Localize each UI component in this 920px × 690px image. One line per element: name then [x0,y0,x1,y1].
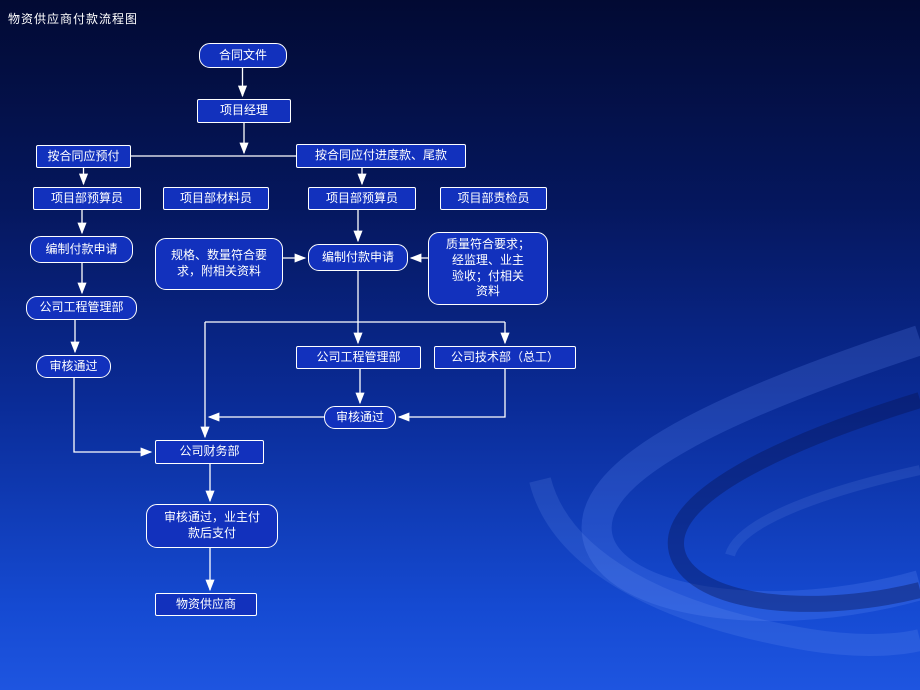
node-label: 审核通过 [335,409,384,424]
flow-node-technical-dept: 公司技术部（总工） [434,346,576,369]
node-label: 合同文件 [218,47,267,62]
node-label: 项目部预算员 [50,190,123,205]
flow-node-engineering-dept-left: 公司工程管理部 [26,296,137,320]
flow-node-project-budget-officer-left: 项目部预算员 [33,187,141,210]
slide-title: 物资供应商付款流程图 [8,12,139,26]
node-label: 编制付款申请 [45,241,118,256]
flow-node-audit-passed-left: 审核通过 [36,355,111,378]
node-label: 按合同应付进度款、尾款 [314,148,447,163]
flow-node-project-budget-officer-mid: 项目部预算员 [308,187,416,210]
swirl-shape [667,392,920,612]
flow-node-quality-acceptance-note: 质量符合要求； 经监理、业主 验收；付相关 资料 [428,232,548,305]
flow-node-spec-quantity-note: 规格、数量符合要 求，附相关资料 [155,238,283,290]
flow-node-prepay-per-contract: 按合同应预付 [36,145,131,168]
connector [397,369,506,422]
flow-node-progress-payment-per-contract: 按合同应付进度款、尾款 [296,144,466,168]
node-label: 按合同应预付 [47,148,120,163]
node-label: 公司技术部（总工） [450,349,559,364]
flow-node-project-inspection-officer: 项目部责检员 [440,187,547,210]
flow-node-contract-document: 合同文件 [199,43,287,68]
flow-node-project-material-officer: 项目部材料员 [163,187,269,210]
node-label: 编制付款申请 [321,249,394,264]
flow-node-project-manager: 项目经理 [197,99,291,123]
node-label: 审核通过 [49,358,98,373]
swirl-shape [529,476,920,656]
flow-node-engineering-dept-mid: 公司工程管理部 [296,346,421,369]
node-label: 公司工程管理部 [316,349,401,364]
node-label: 物资供应商 [175,596,236,611]
node-label: 项目部责检员 [457,190,530,205]
node-label: 公司财务部 [179,444,240,459]
swirl-shape [581,325,920,622]
flow-node-prepare-payment-request-left: 编制付款申请 [30,236,133,263]
node-label: 项目部预算员 [325,190,398,205]
flow-node-material-supplier: 物资供应商 [155,593,257,616]
connector [73,378,153,457]
node-label: 质量符合要求； 经监理、业主 验收；付相关 资料 [445,237,530,299]
flow-node-finance-dept: 公司财务部 [155,440,264,464]
node-label: 规格、数量符合要 求，附相关资料 [170,248,267,278]
node-label: 审核通过，业主付 款后支付 [163,510,260,540]
node-label: 公司工程管理部 [39,300,124,315]
node-label: 项目部材料员 [179,190,252,205]
swirl-shape [725,465,920,557]
flow-node-audit-passed-mid: 审核通过 [324,406,396,429]
flow-node-audit-passed-pay-after-owner: 审核通过，业主付 款后支付 [146,504,278,548]
flow-node-prepare-payment-request-mid: 编制付款申请 [308,244,408,271]
node-label: 项目经理 [219,103,268,118]
